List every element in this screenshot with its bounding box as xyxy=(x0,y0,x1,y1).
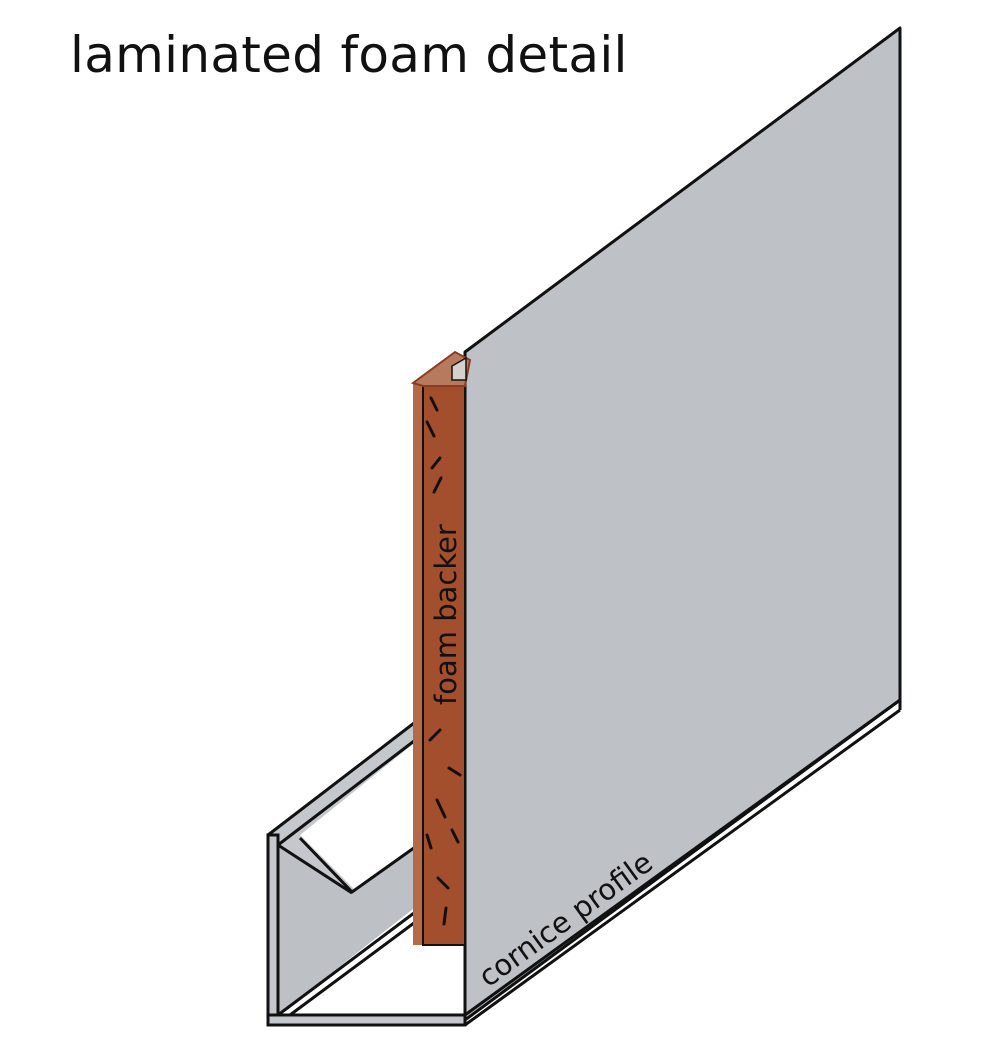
profile-outline xyxy=(266,698,902,1027)
foam-backer-strip xyxy=(413,383,423,945)
cornice-panel-face xyxy=(463,26,902,1022)
foam-backer-label: foam backer xyxy=(429,524,463,705)
foam-texture-marks xyxy=(425,396,462,926)
profile-inner-face xyxy=(278,845,418,1015)
diagram-title: laminated foam detail xyxy=(70,26,628,84)
foam-backer-corner xyxy=(451,356,467,381)
